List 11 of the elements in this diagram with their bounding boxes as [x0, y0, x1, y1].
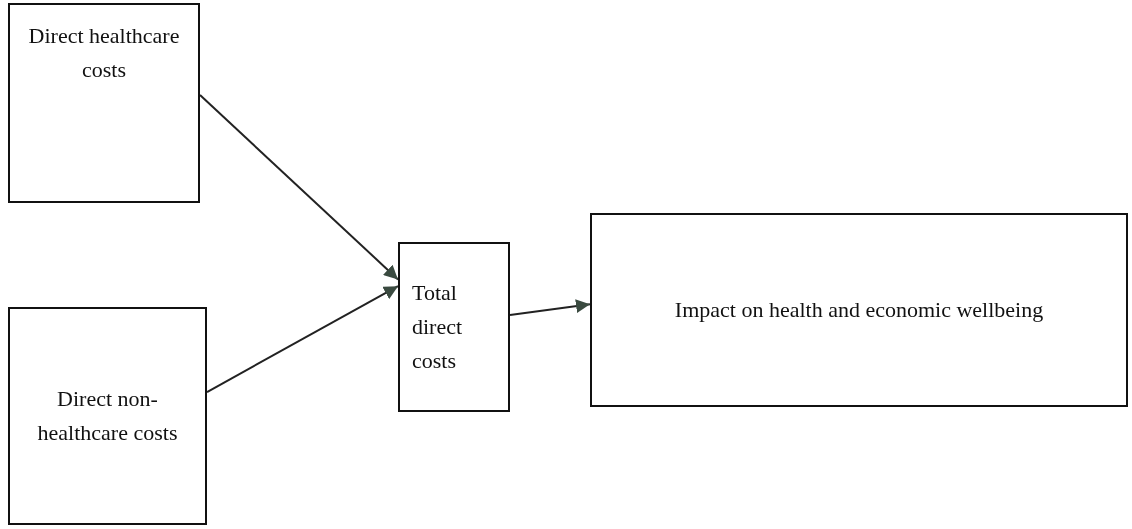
box-label: Impact on health and economic wellbeing: [674, 296, 1044, 324]
box-label: Direct non-healthcare costs: [36, 385, 179, 447]
box-label: Total direct costs: [412, 279, 464, 375]
arrow: [509, 299, 591, 317]
arrow: [199, 94, 399, 281]
arrow: [206, 285, 399, 393]
process-box: [8, 307, 207, 525]
process-box: [398, 242, 510, 412]
process-box: [590, 213, 1128, 407]
box-label: Direct healthcare costs: [27, 22, 181, 84]
process-box: [8, 3, 200, 203]
